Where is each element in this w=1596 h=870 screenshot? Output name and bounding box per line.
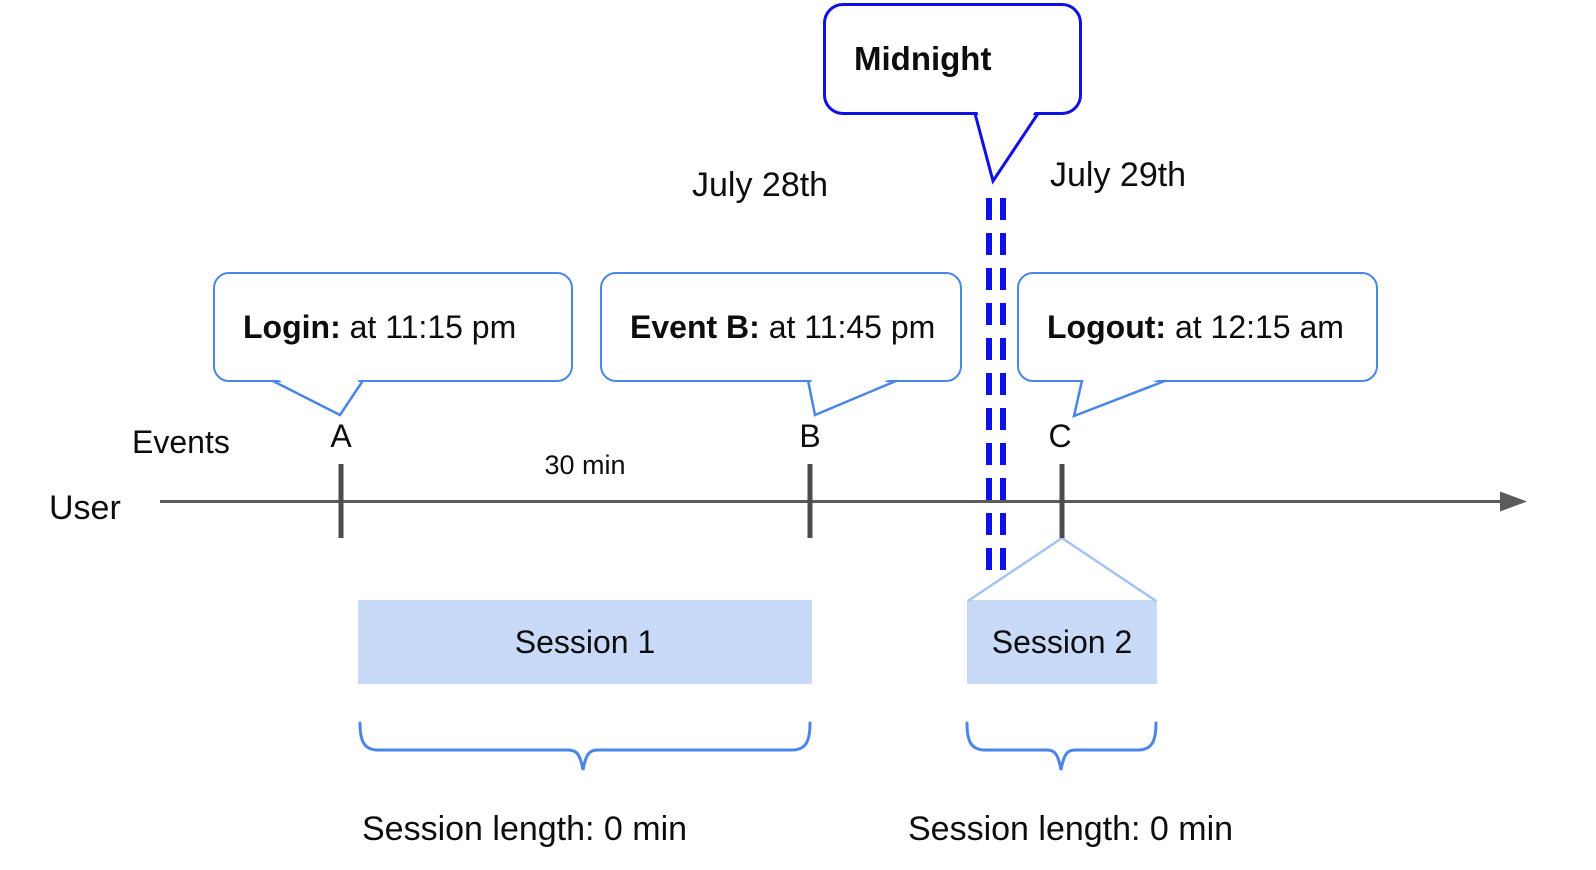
event-marker-a: A: [330, 418, 352, 454]
event-b-callout: Event B: at 11:45 pm: [600, 272, 962, 382]
session-2-brace: [965, 721, 1158, 771]
session-2-funnel-right-line: [1061, 536, 1157, 603]
session-2-length-label: Session length: 0 min: [908, 810, 1234, 848]
interval-label-30min: 30 min: [544, 450, 626, 480]
session-2-box: Session 2: [967, 600, 1157, 684]
midnight-callout-tail: [973, 110, 1040, 185]
session-1-brace: [358, 721, 812, 771]
login-callout-tail: [271, 378, 365, 417]
session-2-funnel-left-line: [967, 536, 1063, 603]
session-2-label: Session 2: [991, 623, 1133, 660]
logout-callout-label: Logout: at 12:15 am: [1047, 308, 1344, 345]
session-1-box: Session 1: [358, 600, 812, 684]
user-axis-label: User: [49, 489, 121, 527]
midnight-callout-label: Midnight: [854, 40, 992, 77]
events-axis-label: Events: [132, 424, 230, 460]
login-callout-label: Login: at 11:15 pm: [243, 308, 517, 345]
login-callout: Login: at 11:15 pm: [213, 272, 573, 382]
session-1-length-label: Session length: 0 min: [362, 810, 688, 848]
midnight-callout: Midnight: [823, 3, 1082, 115]
event-marker-b: B: [799, 418, 821, 454]
session-1-label: Session 1: [514, 623, 656, 660]
timeline-arrowhead-icon: [1500, 491, 1527, 512]
event-b-callout-tail: [806, 378, 898, 417]
date-label-july-28: July 28th: [692, 166, 829, 204]
date-label-july-29: July 29th: [1050, 156, 1187, 194]
logout-callout-tail: [1072, 378, 1167, 419]
event-marker-c: C: [1048, 418, 1072, 454]
logout-callout: Logout: at 12:15 am: [1017, 272, 1378, 382]
event-b-callout-label: Event B: at 11:45 pm: [630, 308, 936, 345]
